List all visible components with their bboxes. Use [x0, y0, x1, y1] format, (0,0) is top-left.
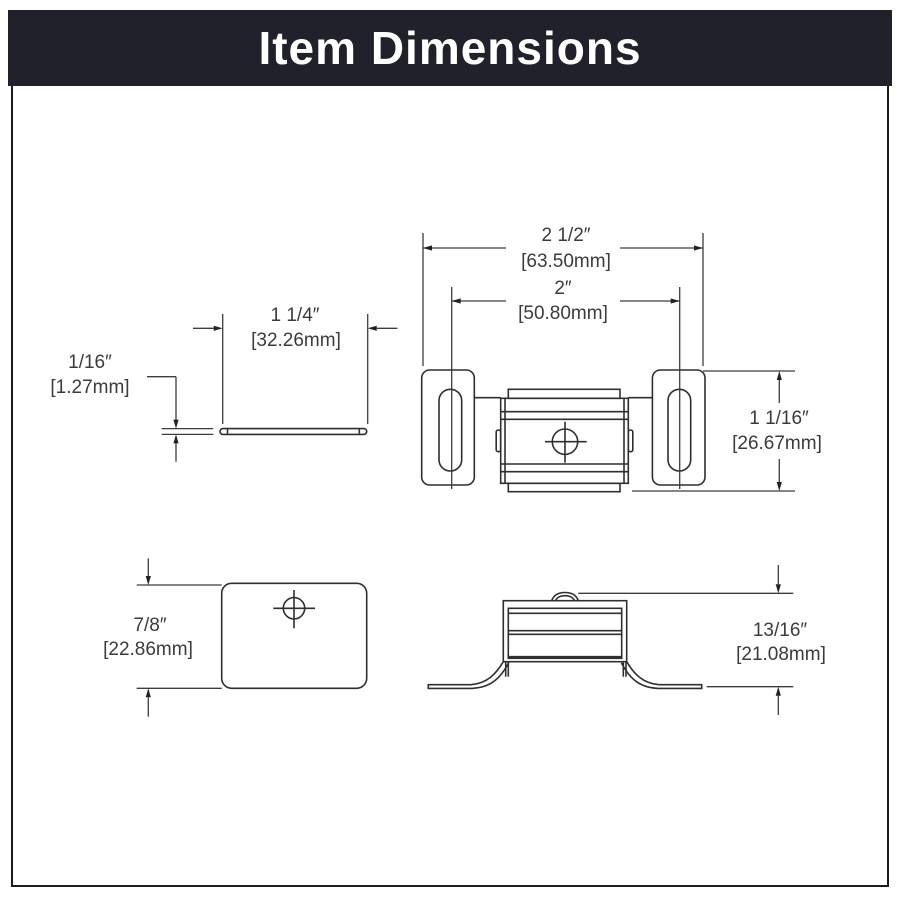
right-side-clip: [627, 429, 634, 453]
arrowhead-down: [145, 576, 151, 585]
magnet-body-front: [502, 599, 628, 663]
dim-overall-depth: 1 1/16″ [26.67mm]: [632, 370, 822, 492]
catch-front-view: [427, 591, 703, 690]
body-bottom-tab: [507, 482, 621, 493]
arrowhead-up: [173, 434, 179, 444]
dim-plate-width: 1 1/4″ [32.26mm]: [193, 305, 398, 424]
dim-plate-thickness-mm: [1.27mm]: [50, 377, 129, 398]
dim-overall-width-mm: [63.50mm]: [521, 251, 611, 272]
dim-plate-depth-mm: [22.86mm]: [103, 639, 193, 660]
catch-plate-face: [220, 582, 368, 690]
dim-catch-height: 13/16″ [21.08mm]: [578, 565, 826, 715]
plate-screw-hole-crosshair: [273, 590, 315, 629]
dim-overall-width: 2 1/2″ [63.50mm]: [422, 225, 704, 366]
arrowhead-up: [776, 371, 782, 380]
arrowhead-up: [775, 686, 781, 696]
screw-hole-crosshair: [545, 421, 587, 463]
arrowhead-down: [776, 482, 782, 491]
dim-slot-spacing-mm: [50.80mm]: [518, 303, 608, 324]
body-top-tab: [507, 388, 621, 400]
arrowhead-left: [423, 245, 432, 251]
dim-plate-width-mm: [32.26mm]: [251, 330, 341, 351]
screw-head-bump: [550, 591, 580, 602]
dim-slot-spacing-inches: 2″: [554, 278, 572, 299]
catch-top-view: [420, 369, 706, 493]
arrowhead-down: [173, 419, 179, 429]
page-title: Item Dimensions: [258, 22, 642, 74]
right-mount-ear: [651, 369, 706, 486]
dim-plate-thickness-inches: 1/16″: [68, 352, 112, 373]
dim-plate-depth-inches: 7/8″: [133, 615, 166, 636]
catch-plate-edge: [219, 427, 368, 436]
left-bracket-wing: [427, 660, 510, 690]
header-bar: Item Dimensions: [8, 10, 892, 86]
arrowhead-left: [451, 298, 461, 304]
arrowhead-up: [145, 688, 151, 698]
dim-slot-spacing: 2″ [50.80mm]: [451, 278, 681, 489]
dim-plate-depth: 7/8″ [22.86mm]: [103, 558, 222, 717]
dim-overall-width-inches: 2 1/2″: [542, 225, 591, 246]
dim-catch-height-inches: 13/16″: [753, 620, 808, 641]
left-side-clip: [495, 429, 502, 453]
arrowhead-right: [670, 298, 680, 304]
dim-plate-thickness: 1/16″ [1.27mm]: [50, 352, 214, 462]
plate-side-view: [219, 427, 368, 436]
plate-top-view: [220, 582, 368, 690]
arrowhead-right: [694, 245, 703, 251]
right-bracket-wing: [620, 660, 703, 690]
arrowhead-left: [367, 325, 377, 331]
dim-overall-depth-mm: [26.67mm]: [732, 433, 822, 454]
arrowhead-down: [775, 584, 781, 594]
dim-overall-depth-inches: 1 1/16″: [749, 408, 809, 429]
arrowhead-right: [213, 325, 223, 331]
dim-plate-width-inches: 1 1/4″: [271, 305, 320, 326]
dim-catch-height-mm: [21.08mm]: [736, 644, 826, 665]
left-mount-ear: [420, 369, 476, 486]
left-mount-slot: [438, 388, 463, 472]
